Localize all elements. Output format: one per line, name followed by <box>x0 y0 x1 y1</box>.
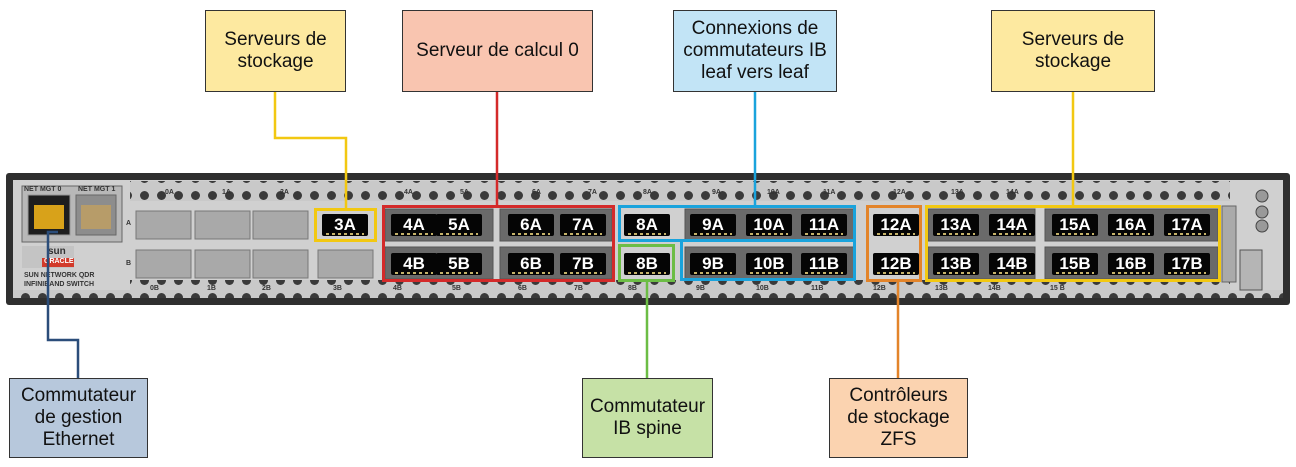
port-11b: 11B <box>801 253 847 275</box>
port-8b: 8B <box>624 253 670 275</box>
chassis-port-number: 4B <box>393 285 402 292</box>
chassis-port-number: 12B <box>873 285 886 292</box>
chassis-port-number: 14B <box>988 285 1001 292</box>
chassis-port-number: 6A <box>532 189 541 196</box>
row-b-label: B <box>126 260 132 267</box>
top-vent-row <box>130 181 1230 201</box>
port-13b: 13B <box>933 253 979 275</box>
port-8a: 8A <box>624 214 670 236</box>
port-15b: 15B <box>1052 253 1098 275</box>
callout-ib-leaf-connections: Connexions de commutateurs IB leaf vers … <box>673 10 837 92</box>
chassis-port-number: 10B <box>756 285 769 292</box>
net-mgt-0-jack <box>34 205 64 229</box>
port-14a: 14A <box>989 214 1035 236</box>
highlight-ib-leaf-top <box>618 205 856 242</box>
oracle-logo <box>42 258 74 267</box>
chassis-port-number: 11A <box>823 189 836 196</box>
net-mgt-1-label: NET MGT 1 <box>78 186 116 193</box>
port-13a: 13A <box>933 214 979 236</box>
status-panel <box>1221 205 1237 283</box>
chassis-port-number: 13A <box>951 189 964 196</box>
port-9b: 9B <box>690 253 736 275</box>
port-16a: 16A <box>1108 214 1154 236</box>
port-16b: 16B <box>1108 253 1154 275</box>
status-led-3 <box>1255 219 1269 233</box>
port-9a: 9A <box>690 214 736 236</box>
chassis-port-number: 7B <box>574 285 583 292</box>
port-14b: 14B <box>989 253 1035 275</box>
row-a-label: A <box>126 220 132 227</box>
usb-panel <box>1239 249 1263 291</box>
port-4a: 4A <box>391 214 437 236</box>
port-11a: 11A <box>801 214 847 236</box>
chassis-port-number: 7A <box>588 189 597 196</box>
chassis-port-number: 10A <box>767 189 780 196</box>
chassis-port-number: 15 B <box>1050 285 1065 292</box>
callout-ethernet-switch: Commutateur de gestion Ethernet <box>9 378 148 458</box>
port-5a: 5A <box>436 214 482 236</box>
status-led-2 <box>1255 205 1269 219</box>
port-10b: 10B <box>746 253 792 275</box>
port-15a: 15A <box>1052 214 1098 236</box>
chassis-port-number: 5B <box>452 285 461 292</box>
chassis-port-number: 12A <box>893 189 906 196</box>
port-6b: 6B <box>508 253 554 275</box>
highlight-compute <box>382 205 615 282</box>
port-17b: 17B <box>1164 253 1210 275</box>
port-7b: 7B <box>560 253 606 275</box>
highlight-storage-right <box>925 205 1221 282</box>
highlight-ib-leaf-bottom <box>680 242 856 281</box>
callout-storage-servers-left: Serveurs de stockage <box>205 10 346 92</box>
chassis-port-number: 0B <box>150 285 159 292</box>
port-12a: 12A <box>873 214 919 236</box>
status-led-1 <box>1255 189 1269 203</box>
empty-port-cages <box>135 210 374 279</box>
net-mgt-1-jack <box>81 205 111 229</box>
callout-ib-spine-switch: Commutateur IB spine <box>582 378 713 458</box>
port-10a: 10A <box>746 214 792 236</box>
chassis-port-number: 14A <box>1006 189 1019 196</box>
model-line-2: INFINIBAND SWITCH <box>24 281 94 288</box>
chassis-port-number: 8B <box>628 285 637 292</box>
chassis-port-number: 11B <box>811 285 824 292</box>
chassis-port-number: 13B <box>935 285 948 292</box>
highlight-storage-left <box>314 208 377 242</box>
port-3a: 3A <box>322 214 368 236</box>
chassis-port-number: 4A <box>404 189 413 196</box>
chassis-port-number: 2B <box>262 285 271 292</box>
port-5b: 5B <box>436 253 482 275</box>
chassis-port-number: 1B <box>207 285 216 292</box>
callout-zfs-controllers: Contrôleurs de stockage ZFS <box>829 378 968 458</box>
chassis-port-number: 3B <box>333 285 342 292</box>
net-mgt-0-label: NET MGT 0 <box>24 186 62 193</box>
port-12b: 12B <box>873 253 919 275</box>
chassis-port-number: 6B <box>518 285 527 292</box>
chassis-port-number: 9B <box>696 285 705 292</box>
sun-brand: sun <box>48 246 66 257</box>
port-4b: 4B <box>391 253 437 275</box>
chassis-port-number: 0A <box>165 189 174 196</box>
chassis-port-number: 9A <box>712 189 721 196</box>
chassis-port-number: 2A <box>280 189 289 196</box>
port-7a: 7A <box>560 214 606 236</box>
model-line-1: SUN NETWORK QDR <box>24 272 95 279</box>
chassis-port-number: 5A <box>460 189 469 196</box>
highlight-spine <box>618 244 675 282</box>
port-6a: 6A <box>508 214 554 236</box>
chassis-port-number: 8A <box>643 189 652 196</box>
callout-compute-server: Serveur de calcul 0 <box>402 10 593 92</box>
chassis-port-number: 1A <box>222 189 231 196</box>
oracle-brand: ORACLE <box>44 258 74 265</box>
callout-storage-servers-right: Serveurs de stockage <box>991 10 1155 92</box>
highlight-zfs <box>866 205 922 282</box>
port-17a: 17A <box>1164 214 1210 236</box>
